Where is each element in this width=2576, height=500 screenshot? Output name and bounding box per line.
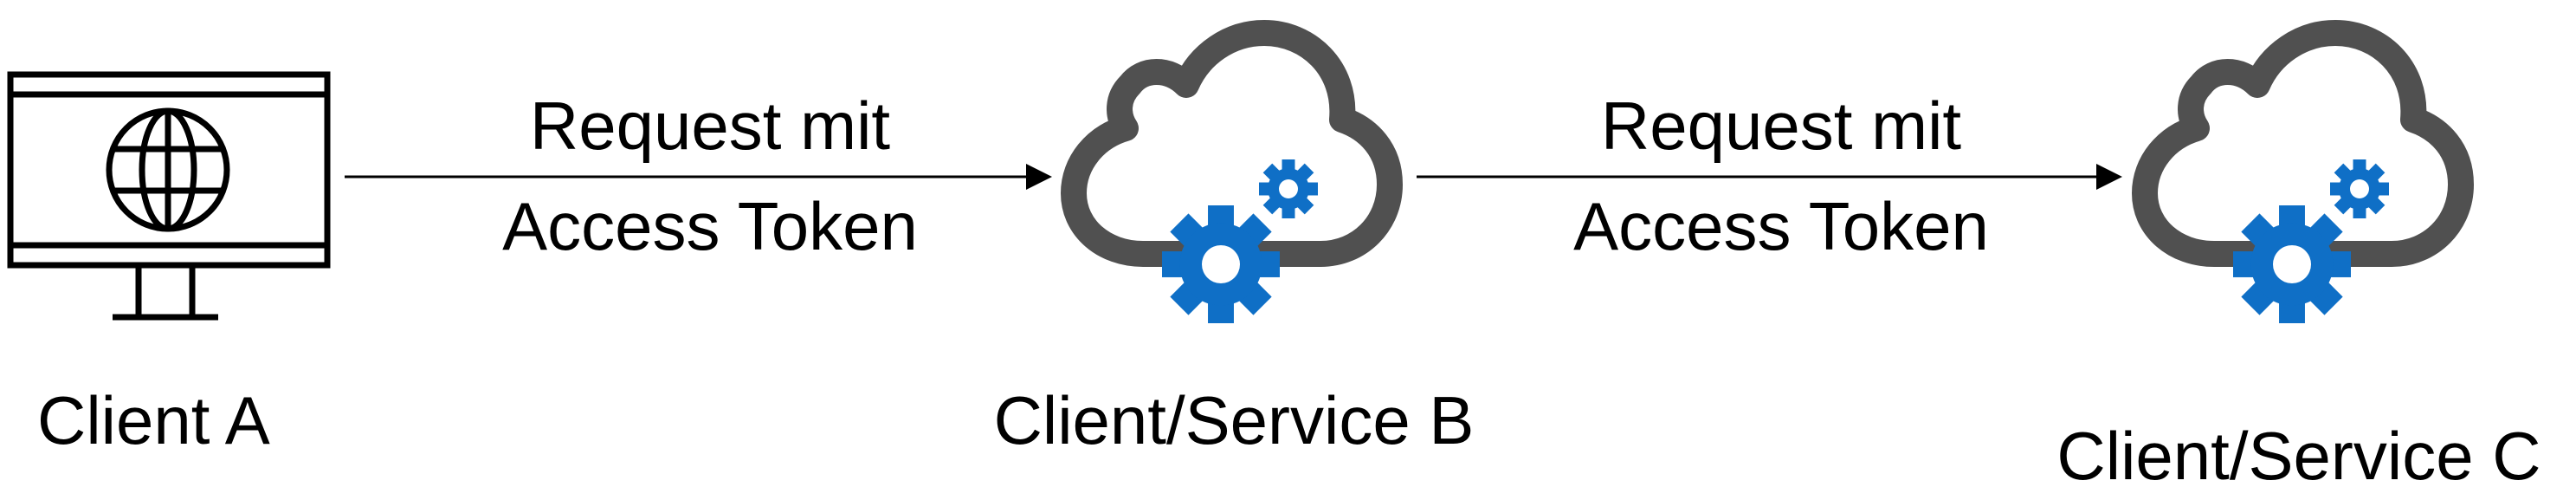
edge-client-a-to-service-b: Request mit Access Token <box>345 88 1052 264</box>
client-a-label: Client A <box>37 382 270 458</box>
client-a-node: Client A <box>7 71 331 458</box>
cloud-gears-icon <box>1074 33 1390 323</box>
service-c-node: Client/Service C <box>2056 33 2541 494</box>
service-c-label: Client/Service C <box>2056 418 2540 494</box>
edge-label-line2: Access Token <box>1573 188 1989 264</box>
service-b-label: Client/Service B <box>994 382 1475 458</box>
edge-service-b-to-service-c: Request mit Access Token <box>1417 88 2122 264</box>
edge-label-line1: Request mit <box>1601 88 1961 164</box>
edge-label-line1: Request mit <box>530 88 890 164</box>
edge-label-line2: Access Token <box>502 188 918 264</box>
cloud-gears-icon <box>2145 33 2461 323</box>
service-b-node: Client/Service B <box>994 33 1475 458</box>
monitor-globe-icon <box>7 71 331 321</box>
